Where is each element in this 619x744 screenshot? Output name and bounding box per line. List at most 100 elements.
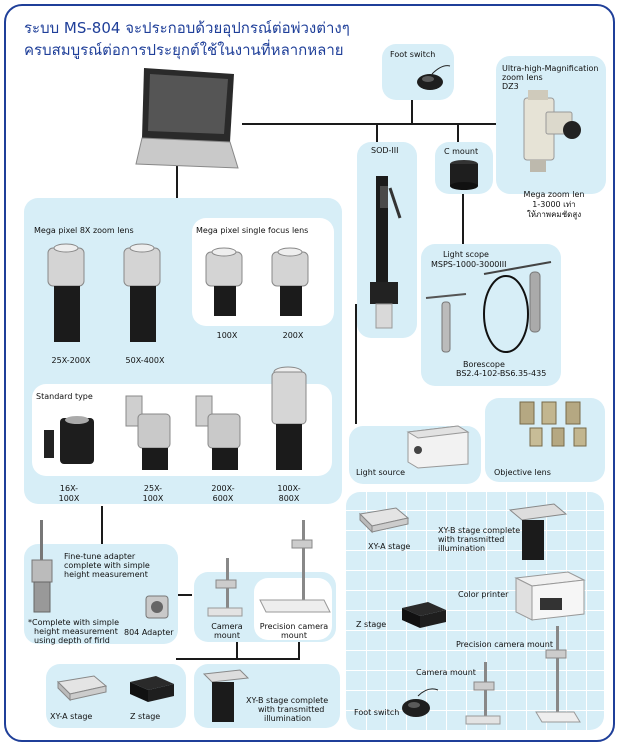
uhm-label-1: Ultra-high-Magnification xyxy=(502,64,599,73)
standard-25x-label-1: 25X- xyxy=(143,484,163,493)
xyb-stage-icon xyxy=(202,669,250,722)
mega-zoom-label-1: Mega zoom len xyxy=(523,190,585,199)
adapter-804-label: 804 Adapter xyxy=(124,628,174,637)
grid-precision-mount-icon xyxy=(535,626,581,723)
xya-stage-icon xyxy=(56,675,108,702)
standard-lens-25x-icon xyxy=(125,395,171,470)
light-scope-icon xyxy=(425,261,552,353)
borescope-label-2: BS2.4-102-BS6.35-435 xyxy=(456,369,547,378)
camera-mount-icon xyxy=(207,558,243,617)
light-source-icon xyxy=(406,425,470,469)
standard-200x-label-1: 200X- xyxy=(211,484,235,493)
grid-z-label: Z stage xyxy=(356,620,387,629)
monitor-icon xyxy=(135,68,239,169)
standard-200x-label-2: 600X xyxy=(212,494,234,503)
foot-switch-label: Foot switch xyxy=(390,50,436,59)
adapter-to-mount-line xyxy=(178,594,192,596)
mega-zoom-label-3: ให้ภาพคมชัดสูง xyxy=(526,210,582,219)
grid-xyb-stage-icon xyxy=(508,503,568,560)
foot-switch-icon xyxy=(417,65,451,90)
single-lens-200x-icon xyxy=(271,247,309,316)
grid-foot-switch-label: Foot switch xyxy=(354,708,400,717)
grid-xyb-label-1: XY-B stage complete xyxy=(438,526,521,535)
grid-xya-stage-icon xyxy=(358,507,410,534)
precision-mount-label-1: Precision camera xyxy=(259,622,329,631)
standard-100x-label-1: 100X- xyxy=(277,484,301,493)
standard-lens-16x-icon xyxy=(44,416,94,464)
standard-lens-200x-icon xyxy=(195,395,241,470)
standard-25x-label-2: 100X xyxy=(142,494,164,503)
fine-tune-adapter-icon xyxy=(31,520,53,613)
grid-xyb-label-2: with transmitted xyxy=(438,535,505,544)
bottom-xyb-label-1: XY-B stage complete xyxy=(246,696,329,705)
fine-tune-label-1: Fine-tune adapter xyxy=(64,552,136,561)
grid-camera-mount-icon xyxy=(465,662,501,725)
light-scope-label-1: Light scope xyxy=(443,250,489,259)
light-scope-connector xyxy=(462,191,464,246)
mount-connector-b xyxy=(298,638,300,660)
grid-foot-switch-icon xyxy=(402,688,439,717)
light-scope-label-2: MSPS-1000-3000III xyxy=(431,260,507,269)
standard-type-label: Standard type xyxy=(36,392,93,401)
zoom-lens-50x-icon xyxy=(123,243,161,342)
note-label-2: height measurement xyxy=(34,627,118,636)
bottom-xyb-label-3: illumination xyxy=(264,714,312,723)
foot-switch-connector xyxy=(411,96,413,124)
camera-mount-label-2: mount xyxy=(214,631,240,640)
camera-mount-label-1: Camera xyxy=(211,622,243,631)
top-connector-line xyxy=(242,123,592,125)
mount-bottom-line xyxy=(176,658,300,660)
uhm-label-2: zoom lens xyxy=(502,73,543,82)
grid-xya-label: XY-A stage xyxy=(368,542,411,551)
sod-label: SOD-III xyxy=(371,146,399,155)
foot-switch-panel xyxy=(382,44,454,100)
note-label-3: using depth of firld xyxy=(34,636,110,645)
mega-8x-label: Mega pixel 8X zoom lens xyxy=(34,226,134,235)
precision-camera-mount-icon xyxy=(259,520,331,613)
light-source-connector xyxy=(355,304,357,424)
bottom-xya-label: XY-A stage xyxy=(50,712,93,721)
single-lens-100x-icon xyxy=(205,247,243,316)
uhm-label-3: DZ3 xyxy=(502,82,519,91)
mount-connector-a xyxy=(236,638,238,660)
bottom-z-label: Z stage xyxy=(130,712,161,721)
standard-16x-label-1: 16X- xyxy=(59,484,79,493)
mega-zoom-label-2: 1-3000 เท่า xyxy=(532,200,576,209)
title-line-2: ครบสมบูรณ์ต่อการประยุกต์ใช้ในงานที่หลากห… xyxy=(24,41,344,59)
standard-lens-100x-icon xyxy=(271,366,307,470)
c-mount-icon xyxy=(450,160,478,190)
title-line-1: ระบบ MS-804 จะประกอบด้วยอุปกรณ์ต่อพ่วงต่… xyxy=(24,19,350,37)
fine-tune-label-3: height measurement xyxy=(64,570,148,579)
grid-camera-mount-label: Camera mount xyxy=(416,668,476,677)
grid-precision-label: Precision camera mount xyxy=(456,640,553,649)
fine-tune-label-2: complete with simple xyxy=(64,561,150,570)
zoom-lens-25x-label: 25X-200X xyxy=(51,356,91,365)
c-mount-connector xyxy=(457,123,459,145)
light-source-label: Light source xyxy=(356,468,406,477)
precision-mount-label-2: mount xyxy=(281,631,307,640)
z-stage-icon xyxy=(130,676,174,702)
borescope-label-1: Borescope xyxy=(463,360,505,369)
system-diagram-frame: ระบบ MS-804 จะประกอบด้วยอุปกรณ์ต่อพ่วงต่… xyxy=(4,4,615,742)
uhm-zoom-lens-icon xyxy=(523,90,581,172)
zoom-lens-50x-label: 50X-400X xyxy=(125,356,165,365)
monitor-connector xyxy=(176,166,178,198)
adapter-connector xyxy=(101,506,103,546)
standard-100x-label-2: 800X xyxy=(278,494,300,503)
objective-lens-label: Objective lens xyxy=(494,468,551,477)
standard-16x-label-2: 100X xyxy=(58,494,80,503)
c-mount-label: C mount xyxy=(444,147,479,156)
color-printer-icon xyxy=(514,571,586,621)
adapter-804-icon xyxy=(145,595,169,619)
note-label-1: *Complete with simple xyxy=(28,618,120,627)
zoom-lens-25x-icon xyxy=(47,243,85,342)
single-lens-200x-label: 200X xyxy=(282,331,304,340)
bottom-xyb-label-2: with transmitted xyxy=(258,705,325,714)
sod-zoom-body-icon xyxy=(370,176,402,329)
objective-lens-icon xyxy=(519,401,587,447)
sod-connector xyxy=(376,123,378,148)
single-focus-label: Mega pixel single focus lens xyxy=(196,226,309,235)
grid-xyb-label-3: illumination xyxy=(438,544,486,553)
single-lens-100x-label: 100X xyxy=(216,331,238,340)
grid-z-stage-icon xyxy=(402,602,446,628)
